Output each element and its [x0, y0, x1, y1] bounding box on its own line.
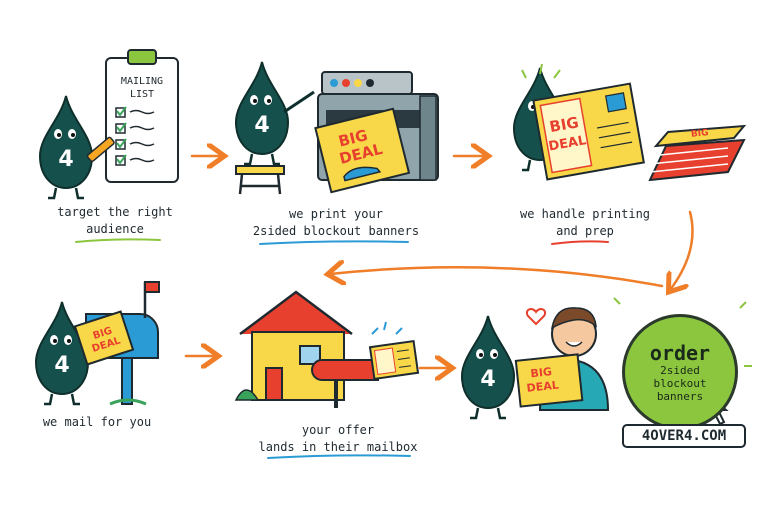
order-line1: 2sided: [660, 363, 700, 377]
step-2-caption: we print your 2sided blockout banners: [236, 206, 436, 240]
step-2-illustration: BIG DEAL 4: [234, 60, 439, 195]
order-line2: blockout: [653, 376, 707, 390]
step-3-illustration: BIG DEAL BIG: [512, 63, 747, 182]
arrived-flyer: [368, 339, 420, 381]
shared-flyer: BIG DEAL: [514, 353, 584, 408]
step-5-caption: your offer lands in their mailbox: [248, 422, 428, 456]
step-4-illustration: 4 BIG DEAL: [34, 281, 160, 406]
arrow-row-return: [330, 267, 664, 288]
mascot-label: 4: [480, 367, 495, 392]
house-icon: [234, 290, 353, 401]
printed-flyer: BIG DEAL: [314, 107, 411, 194]
step-1-illustration: MAILING LIST 4: [38, 49, 179, 200]
order-line3: banners: [656, 389, 704, 403]
mascot-label: 4: [54, 353, 69, 378]
step-2-line2: 2sided blockout banners: [252, 224, 420, 238]
cta-sparkles: [613, 297, 752, 367]
order-title: order: [649, 340, 711, 365]
clipboard-title-line2: LIST: [130, 89, 154, 100]
flow-arrows: [184, 156, 694, 368]
flyer-line1: BIG: [548, 113, 580, 136]
step-1-caption: target the right audience: [40, 204, 190, 238]
clipboard-title-line1: MAILING: [121, 76, 163, 87]
mascot-2: 4: [234, 60, 290, 166]
order-button[interactable]: order 2sided blockout banners: [622, 314, 738, 430]
step-4-caption: we mail for you: [32, 414, 162, 431]
checkbox-list: [115, 107, 155, 166]
flyer-line2: DEAL: [526, 379, 559, 395]
step-stool: [235, 165, 285, 195]
pencil-icon: [86, 136, 115, 162]
mailed-flyer: BIG DEAL: [73, 310, 135, 366]
mascot-6: 4: [460, 314, 516, 420]
step-5-line2: lands in their mailbox: [258, 440, 418, 454]
step-5-line1: your offer: [301, 423, 375, 437]
step-2-line1: we print your: [289, 207, 383, 221]
flyer-line1: BIG: [691, 128, 710, 140]
held-flyer: BIG DEAL: [532, 82, 645, 181]
flyer-line1: BIG: [530, 365, 553, 380]
step-1-line1: target the right: [57, 205, 173, 219]
red-mailbox: [311, 359, 379, 408]
mascot-label: 4: [58, 147, 73, 172]
step-3-caption: we handle printing and prep: [510, 206, 660, 240]
caption-underlines: [75, 238, 609, 459]
step-3-line2: and prep: [556, 224, 614, 238]
step-4-line1: we mail for you: [42, 415, 152, 429]
website-link[interactable]: 4OVER4.COM: [622, 424, 746, 448]
step-1-line2: audience: [86, 222, 144, 236]
step-6-illustration: 4 BIG DEAL: [460, 307, 610, 420]
mascot-4: 4: [34, 300, 90, 406]
mascot-label: 4: [254, 113, 269, 138]
arrow-step3-down: [670, 210, 694, 290]
flyer-stack: BIG: [648, 124, 747, 182]
step-3-line1: we handle printing: [519, 207, 651, 221]
step-5-illustration: [234, 290, 420, 408]
flyer-line2: DEAL: [547, 133, 587, 154]
clipboard: MAILING LIST: [105, 49, 179, 183]
mascot-1: 4: [38, 94, 94, 200]
heart-icon: [526, 308, 546, 326]
